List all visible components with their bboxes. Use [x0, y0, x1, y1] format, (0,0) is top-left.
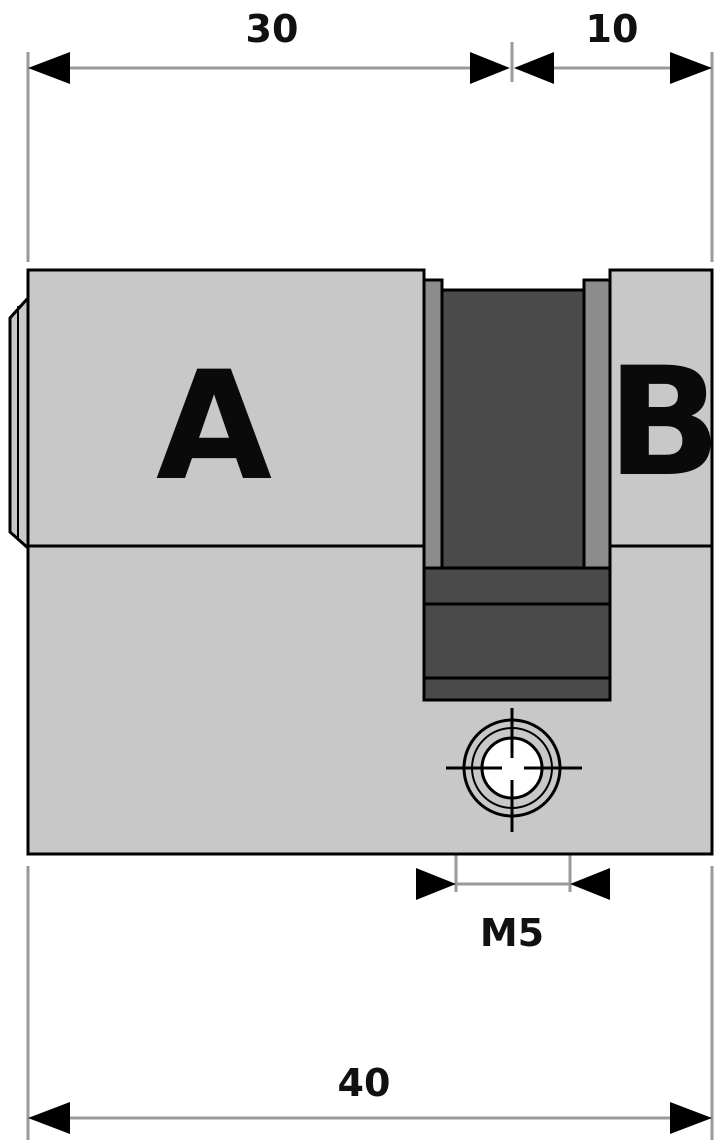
dimension-label-m5: M5: [480, 911, 544, 955]
screw-hole: [446, 708, 582, 832]
arrowhead-10-left: [514, 52, 554, 84]
cam-rim-right: [582, 278, 612, 570]
dimension-10: 10: [514, 7, 712, 84]
dimension-30: 30: [28, 7, 510, 84]
arrowhead-10-right: [670, 52, 712, 84]
arrowhead-30-left: [28, 52, 70, 84]
dimension-40: 40: [28, 1061, 712, 1134]
side-a-label: A: [156, 340, 272, 514]
plug-b: [608, 268, 714, 548]
dimension-m5: M5: [416, 868, 610, 955]
screw-hole-crosshair-gap-v: [509, 758, 515, 780]
dimension-label-30: 30: [246, 7, 299, 51]
cam-slot: [440, 288, 586, 570]
dimension-label-10: 10: [586, 7, 639, 51]
arrowhead-m5-left: [416, 868, 456, 900]
side-b-label: B: [607, 336, 720, 510]
arrowhead-40-right: [670, 1102, 712, 1134]
dimension-label-40: 40: [338, 1061, 391, 1105]
plug-a: [26, 268, 426, 548]
cam-block: [422, 566, 612, 702]
cam-rim-left: [422, 278, 444, 570]
arrowhead-30-right: [470, 52, 510, 84]
arrowhead-m5-right: [570, 868, 610, 900]
arrowhead-40-left: [28, 1102, 70, 1134]
